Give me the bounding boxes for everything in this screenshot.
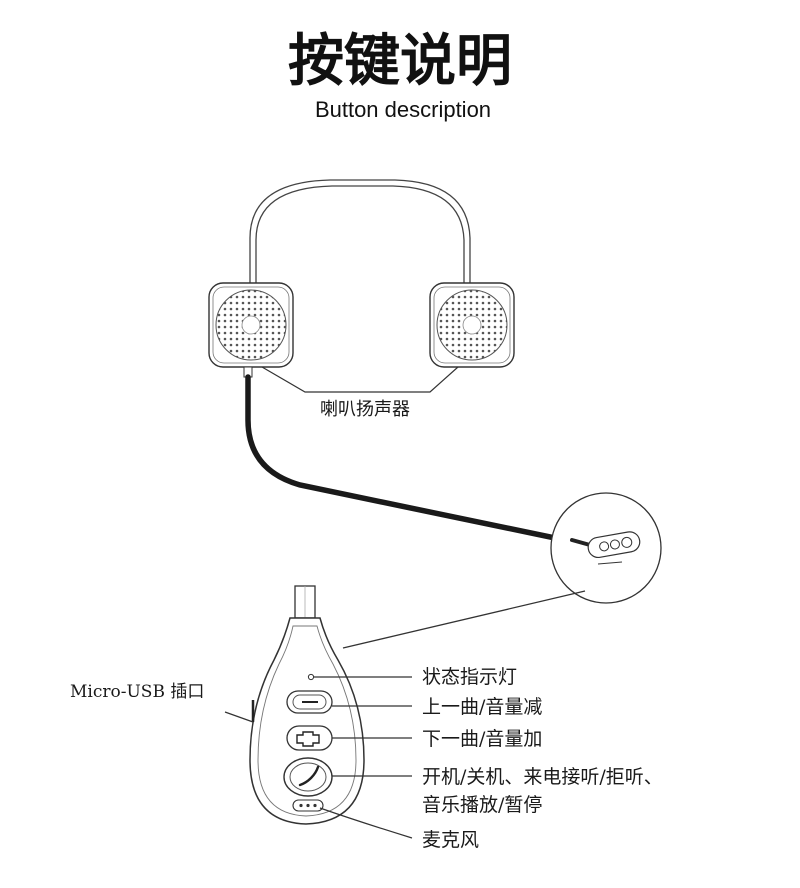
speaker-label: 喇叭扬声器 [320,399,410,420]
zoom-connector [342,590,586,649]
remote-control [249,585,365,825]
left-speaker [208,282,294,368]
prev-volume-down-button[interactable] [286,690,333,714]
status-led [307,673,315,681]
page-title: 按键说明 [288,29,512,94]
prev-volume-down-label: 上一曲/音量减 [422,696,542,718]
page-subtitle: Button description [315,97,491,122]
multifunction-label-line1: 开机/关机、来电接听/拒听、 [422,766,663,788]
callout-lines [224,676,413,839]
next-volume-up-button[interactable] [286,725,333,751]
status-light-label: 状态指示灯 [422,666,517,688]
multifunction-button[interactable] [283,757,333,797]
micro-usb-label: Micro-USB 插口 [70,682,204,702]
right-speaker [429,282,515,368]
speaker-callout [261,366,459,393]
microphone-holes [292,799,324,812]
cable [243,366,573,543]
multifunction-label-line2: 音乐播放/暂停 [422,794,542,816]
zoom-circle [550,492,662,604]
phone-icon [298,765,320,787]
plus-icon [296,731,320,747]
next-volume-up-label: 下一曲/音量加 [422,728,542,750]
headband [249,179,471,288]
microphone-label: 麦克风 [422,829,479,851]
